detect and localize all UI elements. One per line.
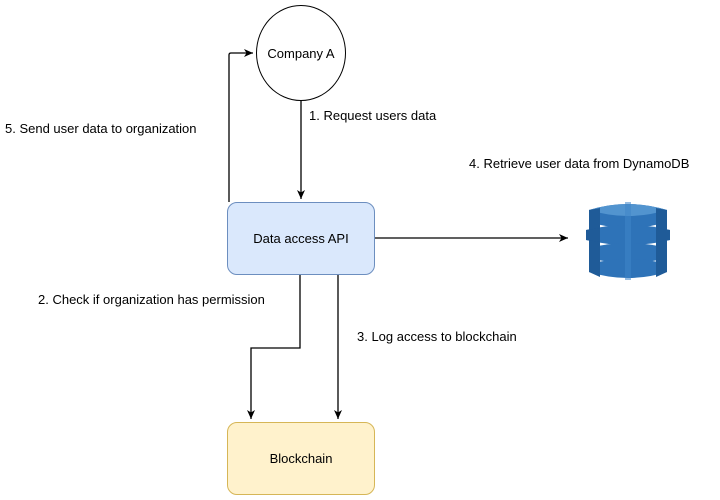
edge-check-permission[interactable]	[247, 275, 301, 419]
blockchain-label: Blockchain	[269, 451, 333, 466]
label-retrieve-user-data: 4. Retrieve user data from DynamoDB	[469, 156, 690, 171]
amazon-dynamodb-icon[interactable]	[585, 192, 671, 284]
edge-send-user-data[interactable]	[228, 49, 253, 202]
blockchain-node[interactable]: Blockchain	[227, 422, 375, 495]
label-send-user-data: 5. Send user data to organization	[5, 121, 197, 136]
company-a-node[interactable]: Company A	[256, 5, 346, 101]
data-access-api-node[interactable]: Data access API	[227, 202, 375, 275]
label-log-access: 3. Log access to blockchain	[357, 329, 517, 344]
label-request-users-data: 1. Request users data	[309, 108, 437, 123]
company-a-label: Company A	[267, 45, 335, 61]
data-access-api-label: Data access API	[253, 231, 349, 246]
label-check-permission: 2. Check if organization has permission	[38, 292, 265, 307]
